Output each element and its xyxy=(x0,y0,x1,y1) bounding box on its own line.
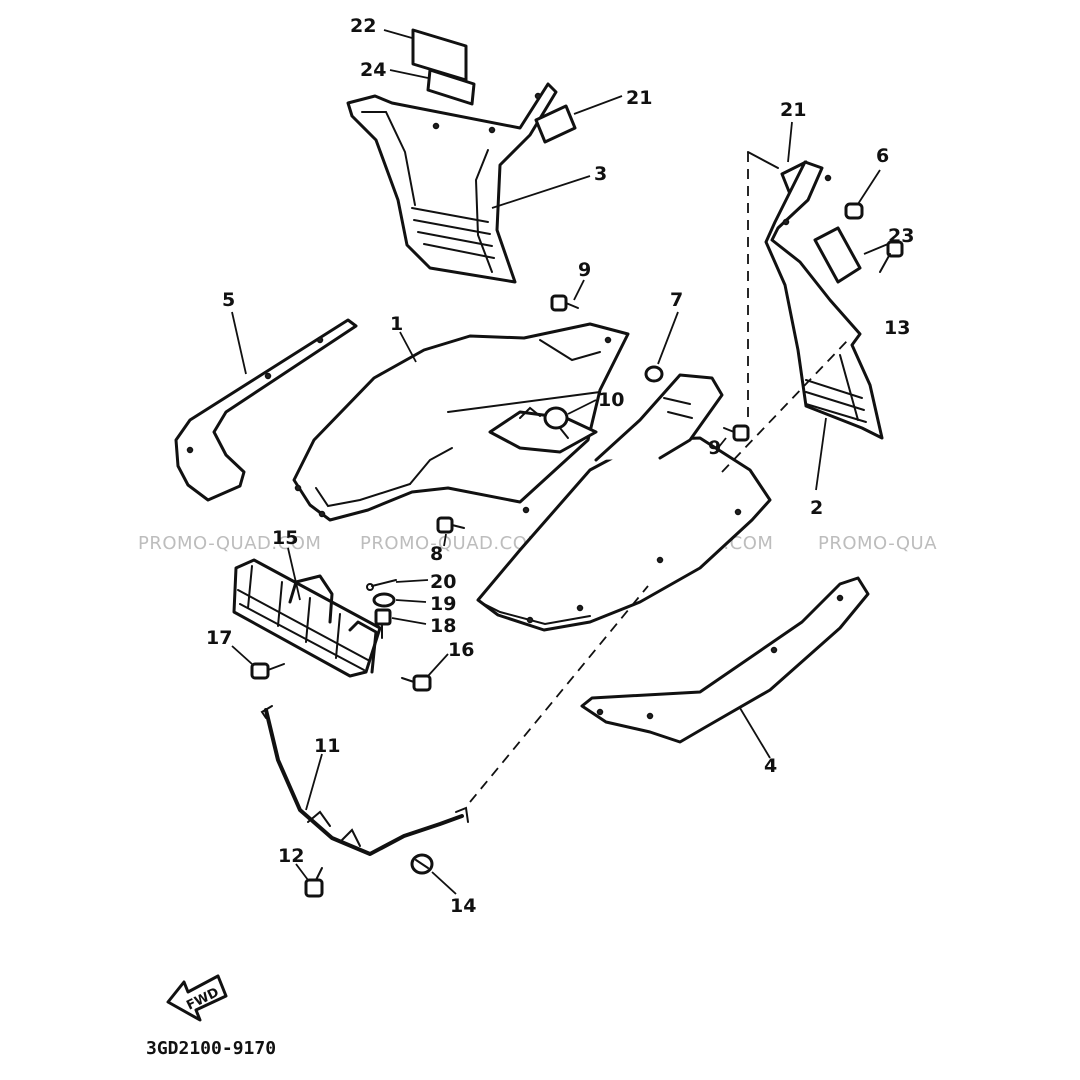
callout-3: 3 xyxy=(594,163,607,185)
leader-line xyxy=(717,437,727,449)
callout-5: 5 xyxy=(222,289,235,311)
bolt-6 xyxy=(844,202,864,220)
fender-stay xyxy=(260,705,469,856)
callout-17: 17 xyxy=(206,627,232,649)
nut-18 xyxy=(374,608,392,639)
left-side-panel xyxy=(346,82,558,284)
right-footrest-trim xyxy=(580,576,870,744)
callout-13: 13 xyxy=(884,317,910,339)
callout-8: 8 xyxy=(430,543,443,565)
assembly-line xyxy=(469,585,649,803)
bolt-8 xyxy=(436,516,465,534)
bolt-13 xyxy=(879,240,904,273)
callout-2: 2 xyxy=(810,497,823,519)
leader-line xyxy=(787,121,793,163)
rear-fender xyxy=(476,373,772,632)
leader-line xyxy=(389,69,429,79)
callout-22: 22 xyxy=(350,15,376,37)
bolt-12 xyxy=(304,867,324,898)
leader-line xyxy=(395,599,427,603)
leader-line xyxy=(305,753,323,811)
decal-24 xyxy=(426,68,476,106)
right-side-panel xyxy=(764,160,884,440)
callout-15: 15 xyxy=(272,527,298,549)
front-fender xyxy=(292,322,630,522)
left-footrest-trim xyxy=(174,318,358,502)
callout-19: 19 xyxy=(430,593,456,615)
washer-19 xyxy=(372,592,396,608)
leader-line xyxy=(399,331,417,363)
leader-line xyxy=(739,707,771,759)
front-carrier-rack xyxy=(232,558,382,678)
callout-12: 12 xyxy=(278,845,304,867)
watermark-text: PROMO-QUAD.COM xyxy=(138,533,321,554)
bolt-9-right xyxy=(723,424,750,442)
callout-23: 23 xyxy=(888,225,914,247)
reflector-left xyxy=(534,104,577,144)
bolt-9-left xyxy=(550,294,579,312)
leader-line xyxy=(231,311,247,375)
diagram-code: 3GD2100-9170 xyxy=(146,1038,276,1059)
leader-line xyxy=(815,417,827,491)
leader-line xyxy=(443,533,447,547)
assembly-line xyxy=(747,151,779,169)
watermark-text: PROMO-QUAD.COM xyxy=(360,533,543,554)
callout-9-bottom: 9 xyxy=(708,437,721,459)
leader-line xyxy=(391,617,427,625)
callout-14: 14 xyxy=(450,895,476,917)
forward-arrow-icon: FWD xyxy=(166,974,228,1022)
callout-7: 7 xyxy=(670,289,683,311)
leader-line xyxy=(395,579,429,583)
leader-line xyxy=(491,175,591,209)
callout-21-left: 21 xyxy=(626,87,652,109)
callout-6: 6 xyxy=(876,145,889,167)
leader-line xyxy=(573,95,623,115)
leader-line xyxy=(863,243,889,255)
grommet-10 xyxy=(543,406,569,439)
callout-1: 1 xyxy=(390,313,403,335)
callout-18: 18 xyxy=(430,615,456,637)
bolt-17 xyxy=(250,662,285,680)
callout-4: 4 xyxy=(764,755,777,777)
leader-line xyxy=(567,399,597,415)
leader-line xyxy=(383,29,413,39)
leader-line xyxy=(231,645,253,665)
leader-line xyxy=(573,279,585,301)
assembly-line xyxy=(721,339,849,473)
decal-23 xyxy=(813,226,862,284)
bolt-16 xyxy=(401,674,432,692)
nut-14 xyxy=(410,853,434,875)
callout-24: 24 xyxy=(360,59,386,81)
watermark-text: PROMO-QUA xyxy=(818,533,937,554)
leader-line xyxy=(295,863,309,881)
callout-21-right: 21 xyxy=(780,99,806,121)
leader-line xyxy=(287,547,301,601)
leader-line xyxy=(427,653,449,677)
callout-9-top: 9 xyxy=(578,259,591,281)
leader-line xyxy=(431,871,457,895)
callout-16: 16 xyxy=(448,639,474,661)
callout-20: 20 xyxy=(430,571,456,593)
leader-line xyxy=(657,311,679,365)
pin-20 xyxy=(366,579,397,591)
callout-10: 10 xyxy=(598,389,624,411)
callout-11: 11 xyxy=(314,735,340,757)
leader-line xyxy=(857,169,881,205)
collar-7 xyxy=(644,365,664,383)
